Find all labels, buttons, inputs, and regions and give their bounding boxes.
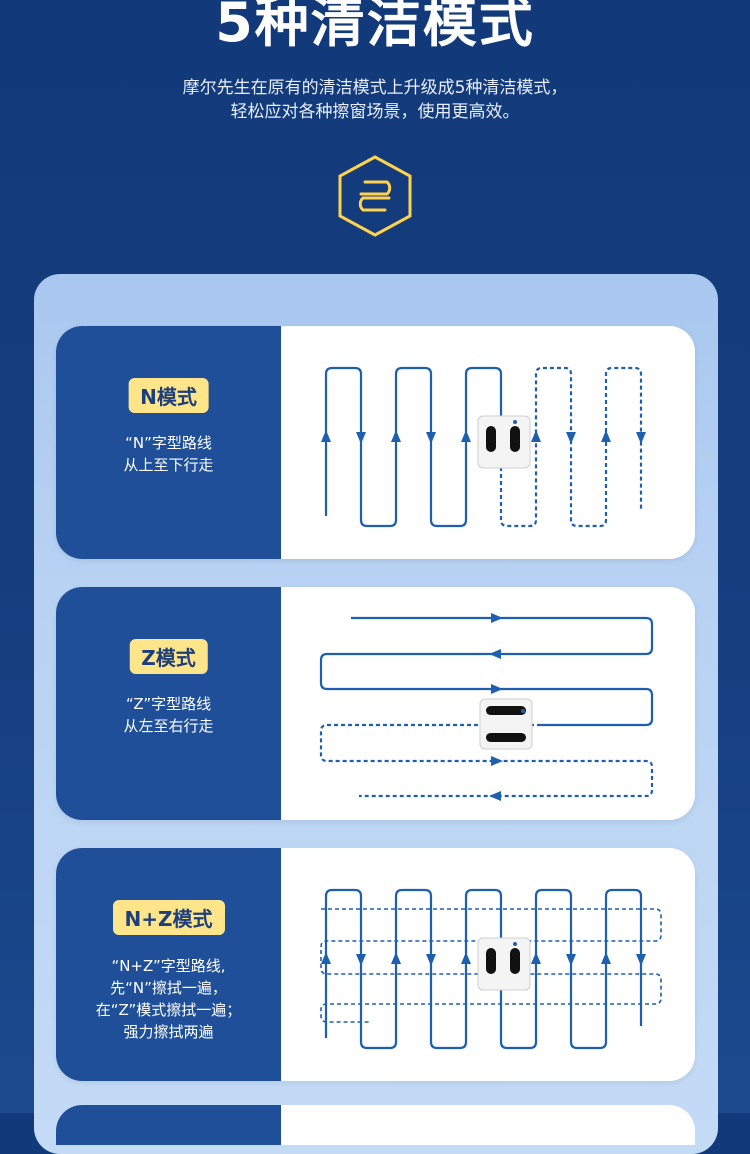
page-title: 5种清洁模式 <box>215 0 535 54</box>
mode-description-line: “N+Z”字型路线, <box>111 957 226 975</box>
mode-description-line: 从左至右行走 <box>123 717 214 735</box>
mode-description: “N+Z”字型路线, 先“N”擦拭一遍， 在“Z”模式擦拭一遍； 强力擦拭两遍 <box>56 955 281 1043</box>
mode-description: “Z”字型路线 从左至右行走 <box>56 693 281 737</box>
nz-path-diagram <box>281 848 695 1081</box>
subtitle-line-1: 摩尔先生在原有的清洁模式上升级成5种清洁模式， <box>182 78 568 98</box>
page-subtitle: 摩尔先生在原有的清洁模式上升级成5种清洁模式， 轻松应对各种擦窗场景，使用更高效… <box>0 76 750 124</box>
mode-label: N模式 <box>128 378 209 413</box>
cleaning-path-icon <box>338 155 412 237</box>
subtitle-line-2: 轻松应对各种擦窗场景，使用更高效。 <box>230 102 520 122</box>
mode-description-line: 在“Z”模式擦拭一遍； <box>95 1001 242 1019</box>
robot-icon <box>479 698 533 750</box>
robot-icon <box>477 937 531 991</box>
mode-description: “N”字型路线 从上至下行走 <box>56 432 281 476</box>
z-path-svg <box>319 613 654 801</box>
mode-description-line: 先“N”擦拭一遍， <box>110 979 227 997</box>
mode-card-nz: N+Z模式 “N+Z”字型路线, 先“N”擦拭一遍， 在“Z”模式擦拭一遍； 强… <box>56 848 695 1081</box>
nz-path-svg <box>320 888 662 1050</box>
mode-card-n-info: N模式 “N”字型路线 从上至下行走 <box>56 326 281 559</box>
mode-card-nz-info: N+Z模式 “N+Z”字型路线, 先“N”擦拭一遍， 在“Z”模式擦拭一遍； 强… <box>56 848 281 1081</box>
mode-label: Z模式 <box>129 639 208 674</box>
mode-card-z-info: Z模式 “Z”字型路线 从左至右行走 <box>56 587 281 820</box>
mode-label: N+Z模式 <box>112 900 225 935</box>
mode-description-line: “N”字型路线 <box>125 434 212 452</box>
mode-card-partial-info <box>56 1105 281 1145</box>
mode-description-line: “Z”字型路线 <box>125 695 212 713</box>
n-path-diagram <box>281 326 695 559</box>
mode-description-line: 从上至下行走 <box>123 456 214 474</box>
mode-description-line: 强力擦拭两遍 <box>123 1023 214 1041</box>
mode-card-z: Z模式 “Z”字型路线 从左至右行走 <box>56 587 695 820</box>
z-path-diagram <box>281 587 695 820</box>
mode-card-n: N模式 “N”字型路线 从上至下行走 <box>56 326 695 559</box>
robot-icon <box>477 415 531 469</box>
mode-card-partial <box>56 1105 695 1145</box>
n-path-svg <box>321 366 646 528</box>
